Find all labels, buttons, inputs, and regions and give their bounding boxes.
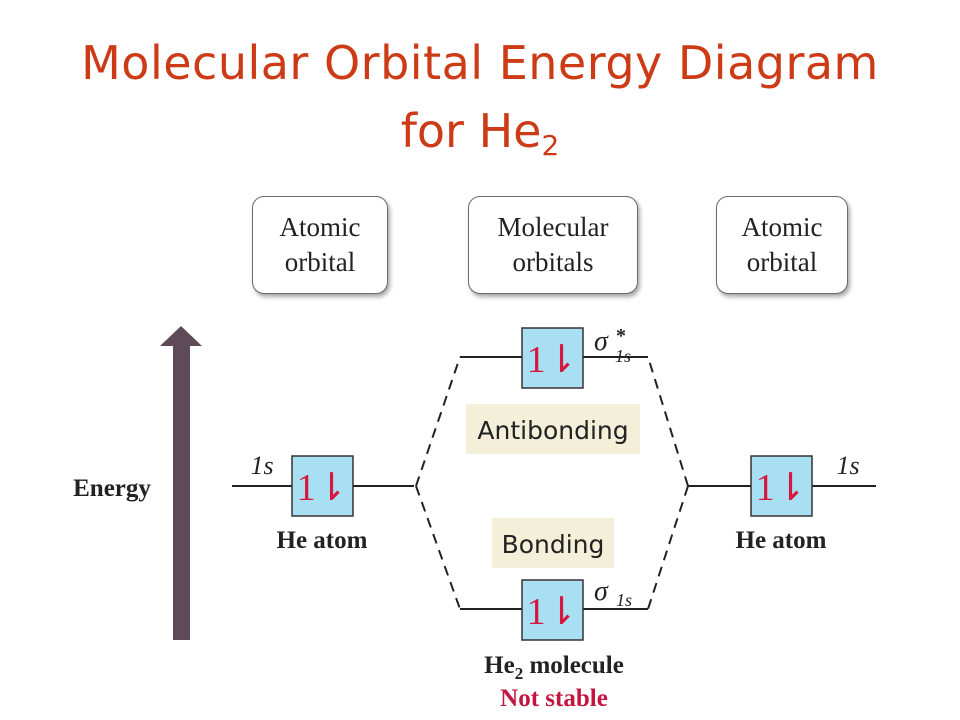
svg-text:σ: σ bbox=[594, 326, 609, 357]
svg-text:*: * bbox=[616, 325, 626, 347]
molecule-label: He2 molecule bbox=[484, 652, 624, 683]
antibonding-orbital-box bbox=[521, 327, 584, 389]
energy-arrow bbox=[160, 326, 202, 640]
header-atomic-orbital-right: Atomic orbital bbox=[716, 196, 848, 294]
right-atom-orbital-box bbox=[750, 455, 813, 517]
bonding-label: Bonding bbox=[502, 530, 605, 559]
right-atom-electron-pair-icon: 1⇂ bbox=[756, 467, 807, 509]
header-atomic-orbital-left: Atomic orbital bbox=[252, 196, 388, 294]
molecule-status: Not stable bbox=[500, 685, 608, 712]
antibonding-label-box bbox=[466, 404, 640, 454]
right-atom-label: He atom bbox=[736, 527, 827, 554]
title-subscript: 2 bbox=[541, 129, 560, 162]
left-atom-orbital-box bbox=[291, 455, 354, 517]
left-atom-orbital-label: 1s bbox=[250, 451, 273, 480]
bonding-label-box bbox=[492, 518, 614, 568]
page-title-line-2: for He2 bbox=[0, 108, 960, 160]
bonding-sigma-label: σ 1s bbox=[594, 576, 632, 610]
left-atom-label: He atom bbox=[277, 527, 368, 554]
bonding-orbital-box bbox=[521, 579, 584, 641]
antibonding-sigma-label: σ * 1s bbox=[594, 325, 631, 366]
svg-text:1s: 1s bbox=[616, 590, 632, 610]
title-for-he: for He bbox=[400, 104, 542, 158]
bonding-electron-pair-icon: 1⇂ bbox=[527, 591, 578, 633]
correlation-lines bbox=[415, 356, 689, 610]
left-atom-electron-pair-icon: 1⇂ bbox=[297, 467, 348, 509]
svg-text:σ: σ bbox=[594, 576, 609, 607]
header-molecular-orbitals: Molecular orbitals bbox=[468, 196, 638, 294]
energy-label: Energy bbox=[73, 475, 151, 502]
antibonding-label: Antibonding bbox=[477, 416, 628, 445]
svg-text:1s: 1s bbox=[615, 346, 631, 366]
antibonding-electron-pair-icon: 1⇂ bbox=[527, 339, 578, 381]
right-atom-orbital-label: 1s bbox=[836, 451, 859, 480]
page-title-line-1: Molecular Orbital Energy Diagram bbox=[81, 36, 879, 90]
